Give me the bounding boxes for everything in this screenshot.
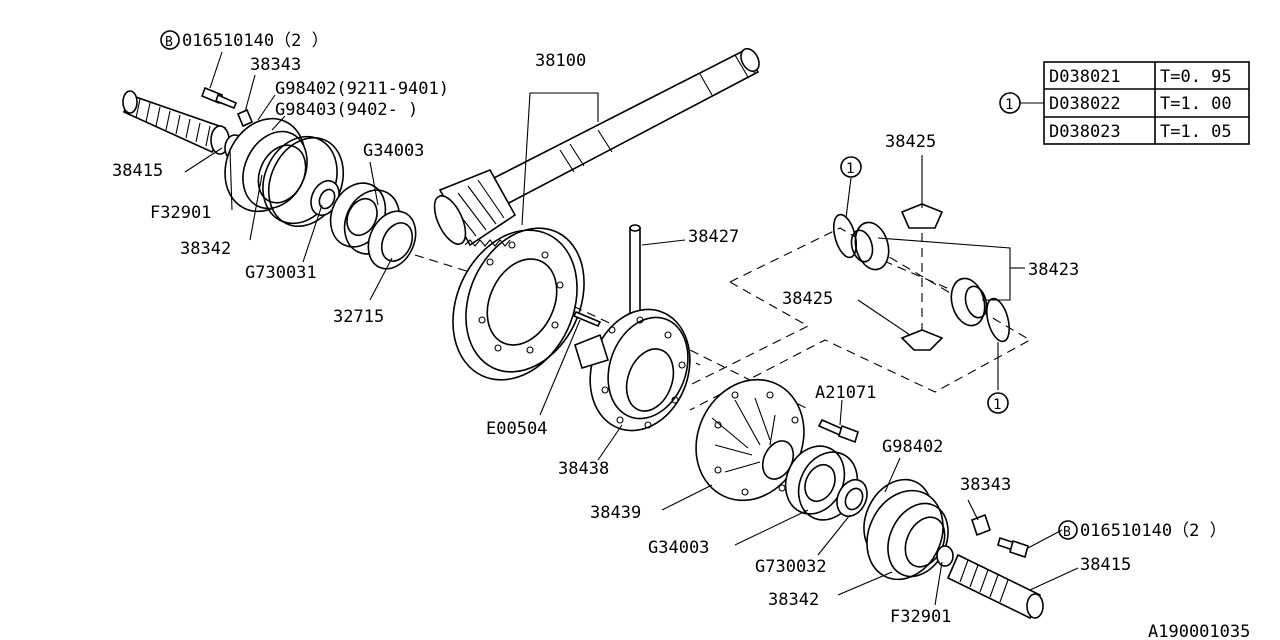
label-32715: 32715	[333, 307, 384, 327]
bolt-badge-left	[160, 30, 180, 50]
diagram-id: A190001035	[1148, 622, 1250, 640]
label-38343-left: 38343	[250, 55, 301, 75]
pinion-shaft-pin	[629, 224, 641, 323]
shim-row-part: D038023	[1049, 122, 1121, 142]
label-f32901-left: F32901	[150, 203, 211, 223]
label-f32901-right: F32901	[890, 607, 951, 627]
shim-row-thickness: T=0. 95	[1160, 67, 1232, 87]
label-g34003-right: G34003	[648, 538, 709, 558]
shim-row-part: D038021	[1049, 67, 1121, 87]
side-retainer-right	[866, 489, 949, 581]
label-38423: 38423	[1028, 260, 1079, 280]
oil-seal-right	[836, 478, 868, 518]
shim-row-thickness: T=1. 05	[1160, 122, 1232, 142]
bolt-left-icon	[200, 86, 254, 128]
label-38343-right: 38343	[960, 475, 1011, 495]
label-38427: 38427	[688, 227, 739, 247]
label-38100: 38100	[535, 51, 586, 71]
label-e00504: E00504	[486, 419, 547, 439]
label-38425-top: 38425	[885, 132, 936, 152]
part-labels: B 016510140（2 ） 38343 G98402(9211-9401) …	[112, 30, 1227, 627]
label-g730031: G730031	[245, 263, 317, 283]
callout-1-top-text: 1	[846, 161, 854, 177]
bolt-badge-right	[1058, 520, 1078, 540]
differential-case	[574, 308, 691, 432]
pinion-gears	[850, 221, 988, 327]
label-bolt-right: 016510140（2 ）	[1080, 521, 1227, 541]
label-g730032: G730032	[755, 557, 827, 577]
axle-shaft-right	[936, 545, 1044, 620]
shim-table-callout-text: 1	[1005, 97, 1013, 113]
label-g98402-b: G98402	[882, 437, 943, 457]
label-38342-left: 38342	[180, 239, 231, 259]
ring-32715	[367, 210, 417, 270]
drive-pinion-shaft	[433, 47, 760, 247]
callout-1-bottom	[987, 392, 1009, 414]
lock-pin	[572, 310, 602, 328]
label-g34003-left: G34003	[363, 141, 424, 161]
label-38415-left: 38415	[112, 161, 163, 181]
label-38415-right: 38415	[1080, 555, 1131, 575]
label-38439: 38439	[590, 503, 641, 523]
bolt-badge-right-text: B	[1063, 525, 1071, 540]
bolt-badge-left-text: B	[165, 35, 173, 50]
shim-row-part: D038022	[1049, 94, 1121, 114]
label-bolt-left: 016510140（2 ）	[182, 31, 329, 51]
shim-row-thickness: T=1. 00	[1160, 94, 1232, 114]
callout-1-top	[840, 156, 862, 178]
callout-1-bottom-text: 1	[993, 397, 1001, 413]
shim-table: 1 D038021 T=0. 95 D038022 T=1. 00 D03802…	[999, 61, 1250, 145]
label-38425-bottom: 38425	[782, 289, 833, 309]
side-gears	[900, 203, 944, 351]
label-g98403: G98403(9402- )	[275, 100, 418, 120]
bolt-right-icon	[970, 513, 1029, 559]
label-g98402-a: G98402(9211-9401)	[275, 79, 449, 99]
side-retainer-left	[224, 117, 338, 225]
label-38342-right: 38342	[768, 590, 819, 610]
ring-gear	[452, 227, 585, 381]
thrust-washers	[832, 213, 1011, 343]
label-a21071: A21071	[815, 383, 876, 403]
bolt-a21071-icon	[817, 418, 859, 444]
leader-lines	[184, 51, 1079, 606]
label-38438: 38438	[558, 459, 609, 479]
